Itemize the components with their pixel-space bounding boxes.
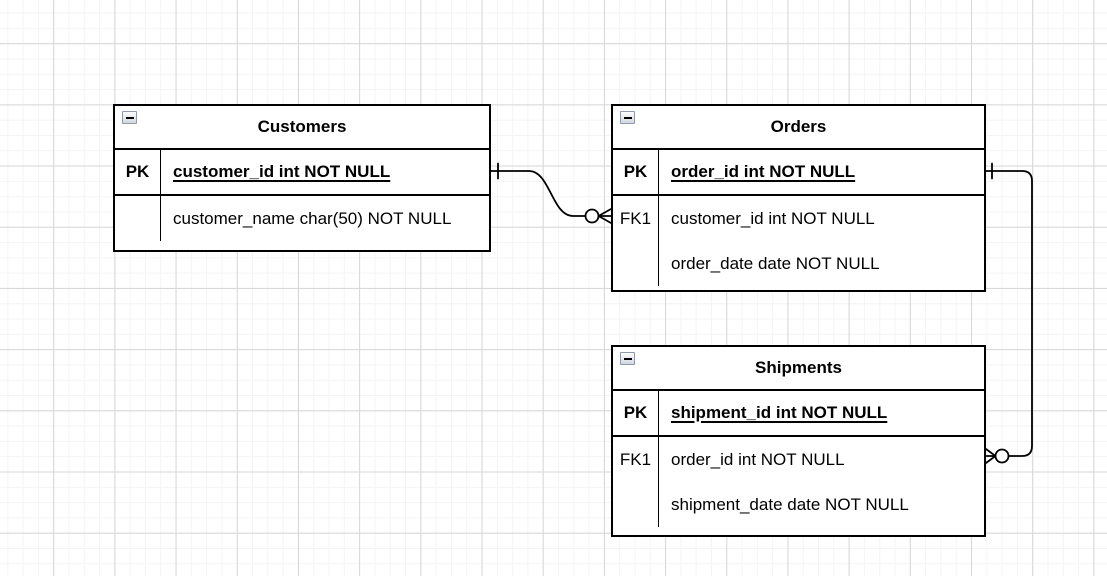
table-footer-space xyxy=(115,241,489,250)
table-title-orders: Orders xyxy=(770,117,827,136)
crows-foot-icon xyxy=(597,208,612,224)
entity-table-shipments[interactable]: Shipments PK shipment_id int NOT NULL FK… xyxy=(611,345,986,537)
table-footer-space xyxy=(613,286,984,290)
minus-icon xyxy=(623,116,632,119)
zero-circle-icon xyxy=(994,448,1010,464)
minus-icon xyxy=(623,357,632,360)
table-header-shipments[interactable]: Shipments xyxy=(613,347,984,391)
row-field-text: customer_name char(50) NOT NULL xyxy=(173,208,452,228)
row-key-label xyxy=(115,196,161,241)
row-field-text: order_date date NOT NULL xyxy=(671,253,880,273)
table-header-orders[interactable]: Orders xyxy=(613,106,984,150)
connector-line[interactable] xyxy=(985,170,1033,457)
table-title-shipments: Shipments xyxy=(755,358,842,377)
table-header-customers[interactable]: Customers xyxy=(115,106,489,150)
table-row-customers-pk[interactable]: PK customer_id int NOT NULL xyxy=(115,150,489,196)
entity-table-customers[interactable]: Customers PK customer_id int NOT NULL cu… xyxy=(113,104,491,252)
row-field-text: order_id int NOT NULL xyxy=(671,449,845,469)
connector-orders-shipments[interactable] xyxy=(985,162,1033,464)
collapse-minus-icon[interactable] xyxy=(122,111,137,124)
table-row-orders-date[interactable]: order_date date NOT NULL xyxy=(613,241,984,286)
row-field-text: shipment_date date NOT NULL xyxy=(671,494,909,514)
table-row-orders-pk[interactable]: PK order_id int NOT NULL xyxy=(613,150,984,196)
table-row-orders-fk1[interactable]: FK1 customer_id int NOT NULL xyxy=(613,196,984,241)
table-row-shipments-fk1[interactable]: FK1 order_id int NOT NULL xyxy=(613,437,984,482)
row-field-text: order_id int NOT NULL xyxy=(671,162,856,181)
row-field-text: shipment_id int NOT NULL xyxy=(671,403,888,422)
zero-circle-icon xyxy=(584,208,600,224)
row-key-label: PK xyxy=(613,150,659,194)
collapse-minus-icon[interactable] xyxy=(620,352,635,365)
table-title-customers: Customers xyxy=(257,117,347,136)
connector-customers-orders[interactable] xyxy=(490,162,612,224)
row-key-label xyxy=(613,241,659,286)
table-row-shipments-pk[interactable]: PK shipment_id int NOT NULL xyxy=(613,391,984,437)
collapse-minus-icon[interactable] xyxy=(620,111,635,124)
minus-icon xyxy=(125,116,134,119)
row-key-label xyxy=(613,482,659,527)
table-footer-space xyxy=(613,527,984,535)
row-field-text: customer_id int NOT NULL xyxy=(671,208,875,228)
row-key-label: FK1 xyxy=(613,437,659,482)
crows-foot-icon xyxy=(985,448,997,464)
row-key-label: PK xyxy=(613,391,659,435)
connector-line[interactable] xyxy=(490,170,587,217)
table-row-customers-name[interactable]: customer_name char(50) NOT NULL xyxy=(115,196,489,241)
row-key-label: PK xyxy=(115,150,161,194)
row-key-label: FK1 xyxy=(613,196,659,241)
table-row-shipments-date[interactable]: shipment_date date NOT NULL xyxy=(613,482,984,527)
entity-table-orders[interactable]: Orders PK order_id int NOT NULL FK1 cust… xyxy=(611,104,986,292)
row-field-text: customer_id int NOT NULL xyxy=(173,162,391,181)
